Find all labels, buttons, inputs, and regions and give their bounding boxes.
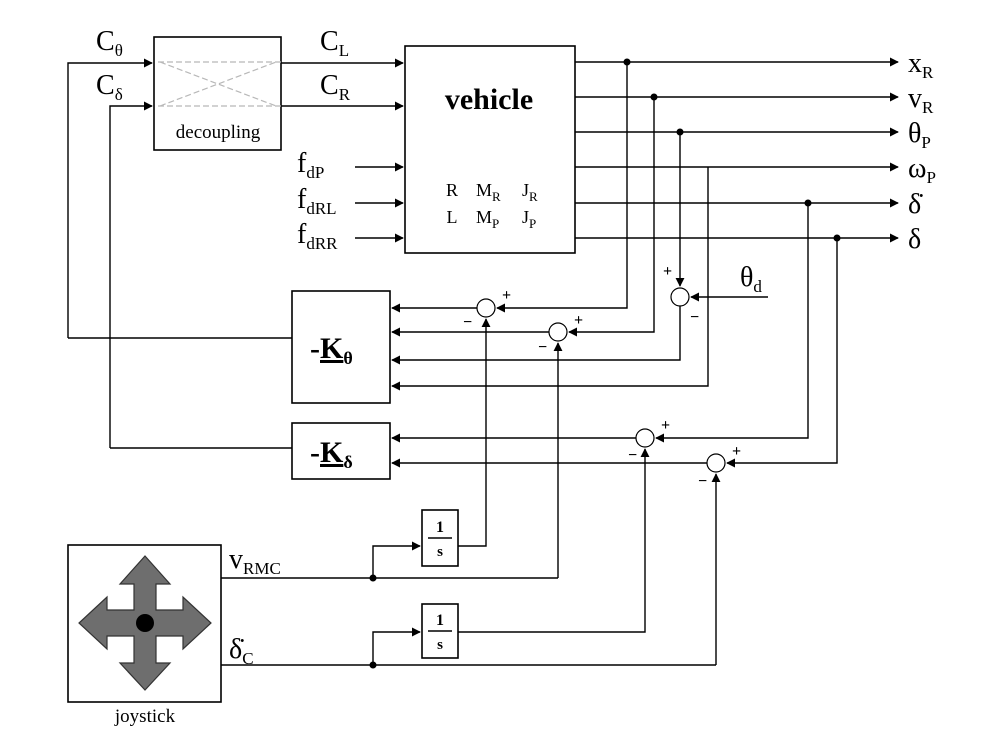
label-theta-d: θd (740, 262, 762, 296)
label-delta-dot-c: δ̇C (229, 634, 254, 668)
svg-text:−: − (538, 339, 547, 356)
sum-junction-theta (670, 287, 690, 307)
svg-text:−: − (690, 309, 699, 326)
param-m-r: MR (476, 180, 501, 204)
k-delta-label: -Kδ (310, 436, 353, 472)
param-j-p: JP (522, 207, 536, 231)
sum-junction-delta (706, 453, 726, 473)
svg-text:−: − (698, 473, 707, 490)
label-c-delta: Cδ (96, 70, 123, 104)
label-v-r: vR (908, 83, 934, 117)
label-f-dp: fdP (297, 148, 324, 182)
label-delta-dot: δ̇ (908, 189, 923, 220)
integrator-delta: 1 s (421, 603, 459, 659)
joystick-label: joystick (114, 706, 176, 727)
label-c-l: CL (320, 26, 349, 60)
param-l: L (447, 207, 458, 227)
k-theta-block: -Kθ (291, 290, 391, 404)
wires (67, 57, 899, 666)
svg-text:s: s (437, 637, 443, 653)
svg-text:+: + (663, 263, 672, 280)
param-r: R (446, 180, 458, 200)
svg-text:1: 1 (436, 519, 444, 536)
label-c-r: CR (320, 70, 351, 104)
decoupling-label: decoupling (176, 122, 261, 143)
decoupling-block: decoupling (153, 36, 282, 151)
joystick-block: joystick (67, 544, 222, 727)
svg-text:+: + (502, 287, 511, 304)
sum-junction-delta-dot (635, 428, 655, 448)
svg-text:+: + (661, 417, 670, 434)
label-omega-p: ωP (908, 153, 936, 187)
label-f-drl: fdRL (297, 184, 337, 218)
svg-text:+: + (574, 312, 583, 329)
param-j-r: JR (522, 180, 538, 204)
integrator-v: 1 s (421, 509, 459, 567)
label-theta-p: θP (908, 118, 931, 152)
svg-text:−: − (463, 314, 472, 331)
svg-text:s: s (437, 544, 443, 560)
k-delta-block: -Kδ (291, 422, 391, 480)
label-delta: δ (908, 224, 921, 255)
svg-text:+: + (732, 443, 741, 460)
label-c-theta: Cθ (96, 26, 123, 60)
joystick-knob-icon (136, 614, 154, 632)
label-v-rmc: vRMC (229, 544, 281, 578)
svg-text:1: 1 (436, 612, 444, 629)
sum-junction-v (548, 322, 568, 342)
vehicle-label: vehicle (445, 83, 533, 116)
sum-junction-x (476, 298, 496, 318)
svg-text:−: − (628, 447, 637, 464)
vehicle-block: vehicle R L MR MP JR JP (404, 45, 576, 254)
param-m-p: MP (476, 207, 499, 231)
label-x-r: xR (908, 48, 934, 82)
junction-dots (369, 58, 841, 669)
label-f-drr: fdRR (297, 219, 338, 253)
sign-labels: + − + − + − + − + − (463, 263, 741, 490)
k-theta-label: -Kθ (310, 332, 353, 368)
